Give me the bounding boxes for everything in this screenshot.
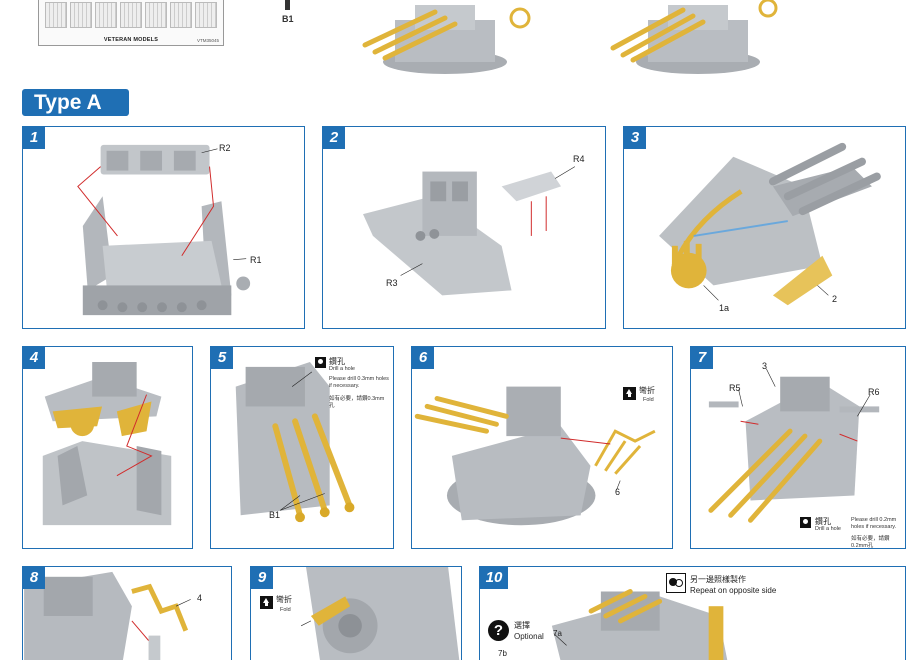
fold-label-cn: 彎折	[276, 595, 292, 604]
step-3-illustration	[659, 142, 881, 306]
part-label-r5: R5	[729, 383, 741, 393]
step-8-panel: 8 4	[22, 566, 232, 660]
fold-label-cn: 彎折	[639, 386, 655, 395]
step-number: 3	[624, 127, 646, 149]
drill-label-en: Drill a hole	[815, 526, 841, 532]
assembled-mount-left	[362, 5, 531, 74]
step-10-illustration	[551, 589, 728, 660]
step-number: 1	[23, 127, 45, 149]
step-4-illustration	[42, 362, 172, 526]
step-number: 10	[480, 567, 508, 589]
photo-etch-frets	[45, 2, 217, 28]
drill-label-cn: 鑽孔	[329, 357, 345, 366]
fret	[70, 2, 92, 28]
step-6-panel: 6 彎折 Fold 6	[411, 346, 673, 549]
step-4-panel: 4	[22, 346, 193, 549]
fret	[170, 2, 192, 28]
step-9-illustration	[300, 567, 460, 660]
step-7-panel: 7 R5 3 R6 鑽孔 Drill a hole Please drill 0…	[690, 346, 906, 549]
step-number: 6	[412, 347, 434, 369]
optional-label-en: Optional	[514, 632, 544, 641]
part-label-4: 4	[197, 593, 203, 603]
optional-question-icon: ?	[488, 620, 509, 641]
step-3-panel: 3 1a 2	[623, 126, 906, 329]
fold-label-en: Fold	[280, 607, 291, 613]
photo-etch-sheet: VETERAN MODELS VTM35045	[38, 0, 224, 46]
step-10-panel: 10 另一邊照樣製作 Repeat on opposite side ? 選擇 …	[479, 566, 906, 660]
step-6-illustration	[414, 386, 656, 526]
part-label-7a: 7a	[553, 629, 562, 638]
part-label-7b: 7b	[498, 649, 507, 658]
part-label-r4: R4	[573, 154, 585, 164]
drill-label-en: Drill a hole	[329, 366, 355, 372]
optional-label-cn: 選擇	[514, 621, 530, 630]
part-label-r6: R6	[868, 387, 880, 397]
fold-arrow-icon	[623, 387, 636, 400]
drill-icon	[800, 517, 811, 528]
fret	[120, 2, 142, 28]
fold-label-en: Fold	[643, 397, 654, 403]
step-number: 5	[211, 347, 233, 369]
step-5-panel: 5 鑽孔 Drill a hole Please drill 0.3mm hol…	[210, 346, 394, 549]
part-label-b1: B1	[269, 510, 281, 520]
repeat-label-en: Repeat on opposite side	[690, 586, 777, 595]
step-2-panel: 2 R4 R3	[322, 126, 606, 329]
b1-top-label: B1	[282, 14, 294, 24]
step-7-illustration	[708, 368, 880, 523]
drill-note-en: Please drill 0.2mm holes if necessary.	[851, 517, 897, 530]
step-number: 7	[691, 347, 713, 369]
step-2-illustration	[363, 166, 576, 296]
fret	[45, 2, 67, 28]
part-label-3: 3	[762, 361, 768, 371]
repeat-opposite-icon	[666, 573, 686, 593]
drill-label-cn: 鑽孔	[815, 517, 831, 526]
repeat-label-cn: 另一邊照樣製作	[690, 575, 746, 584]
drill-note-en: Please drill 0.3mm holes if necessary.	[329, 376, 389, 389]
part-label-r2: R2	[219, 143, 231, 153]
step-9-panel: 9 彎折 Fold	[250, 566, 462, 660]
step-number: 4	[23, 347, 45, 369]
step-1-panel: 1 R2 R1	[22, 126, 305, 329]
part-label-r3: R3	[386, 278, 398, 288]
type-a-banner: Type A	[22, 89, 129, 116]
step-number: 9	[251, 567, 273, 589]
step-1-illustration	[77, 144, 251, 316]
step-8-illustration	[24, 571, 191, 660]
drill-note-cn: 如有必要，請鑽0.2mm孔	[851, 536, 890, 549]
step-5-illustration	[235, 361, 355, 523]
assembled-mount-right	[610, 0, 778, 74]
part-label-r1: R1	[250, 255, 262, 265]
step-number: 8	[23, 567, 45, 589]
step-number: 2	[323, 127, 345, 149]
fret	[95, 2, 117, 28]
part-label-1a: 1a	[719, 303, 730, 313]
drill-icon	[315, 357, 326, 368]
brand-name: VETERAN MODELS	[103, 37, 159, 43]
b1-part-marker	[285, 0, 290, 10]
product-code: VTM35045	[196, 38, 219, 43]
part-label-2: 2	[832, 294, 838, 304]
drill-note-cn: 如有必要，請鑽0.3mm孔	[329, 396, 385, 409]
fret	[195, 2, 217, 28]
fret	[145, 2, 167, 28]
fold-arrow-icon	[260, 596, 273, 609]
part-label-6: 6	[615, 487, 621, 497]
